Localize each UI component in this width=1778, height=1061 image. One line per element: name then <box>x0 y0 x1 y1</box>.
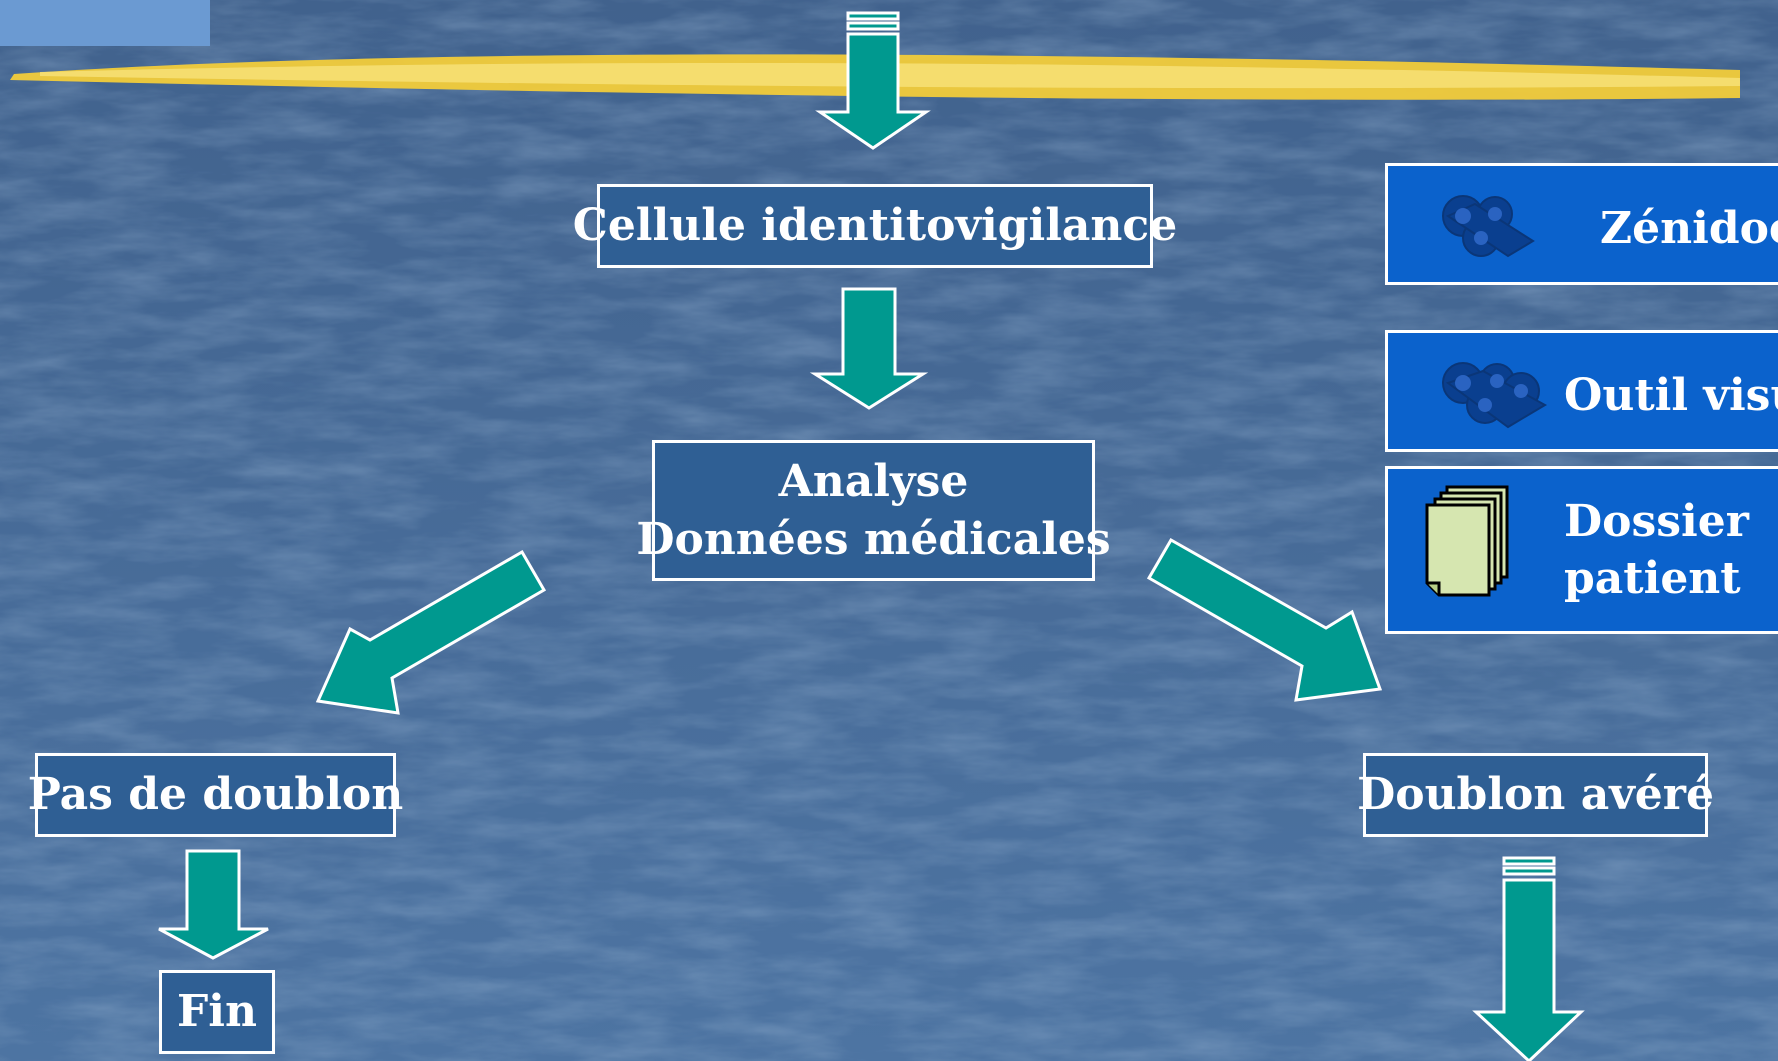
node-pas-de-doublon-label: Pas de doublon <box>27 769 404 821</box>
tool-outil-visu-label: Outil visu <box>1564 370 1778 421</box>
logo-fragment <box>0 0 210 46</box>
node-doublon-avere-label: Doublon avéré <box>1357 769 1714 821</box>
gears-icon <box>1442 362 1548 429</box>
tool-zenidoc: Zénidoc <box>1385 163 1778 285</box>
tool-dossier-line1: Dossier <box>1564 496 1749 547</box>
gears-icon <box>1442 195 1535 258</box>
node-analyse-line1: Analyse <box>778 456 969 508</box>
tool-dossier-patient-label: Dossier patient <box>1564 493 1749 607</box>
documents-icon <box>1425 485 1509 597</box>
node-analyse: Analyse Données médicales <box>636 440 1111 581</box>
tool-dossier-patient: Dossier patient <box>1385 466 1778 634</box>
node-doublon-avere: Doublon avéré <box>1357 753 1714 837</box>
tool-zenidoc-label: Zénidoc <box>1600 203 1778 254</box>
node-pas-de-doublon: Pas de doublon <box>28 753 403 837</box>
tool-outil-visu: Outil visu <box>1385 330 1778 452</box>
node-fin-label: Fin <box>177 986 257 1038</box>
node-analyse-line2: Données médicales <box>636 513 1111 565</box>
node-fin: Fin <box>159 970 275 1054</box>
node-cellule-identitovigilance: Cellule identitovigilance <box>573 184 1177 268</box>
tool-dossier-line2: patient <box>1564 553 1741 605</box>
node-cellule-label: Cellule identitovigilance <box>572 200 1178 252</box>
